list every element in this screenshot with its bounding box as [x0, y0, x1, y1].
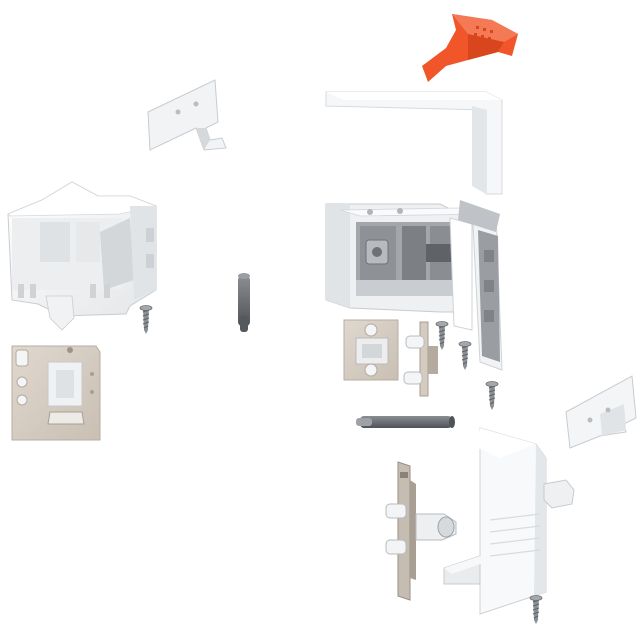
- clip-top-left: [147, 79, 227, 151]
- screw-center-3: [485, 381, 499, 411]
- mounting-plate-left: [11, 345, 101, 441]
- cover-housing-bottom-right: [443, 427, 575, 615]
- metal-bracket-bottom: [385, 461, 457, 601]
- dowel-pin-vertical: [238, 273, 250, 332]
- housing-left: [7, 181, 158, 331]
- mounting-plate-center: [343, 319, 399, 381]
- screw-center-2: [458, 341, 472, 371]
- screw-center-1: [435, 321, 449, 351]
- orange-lever: [422, 14, 518, 82]
- clip-right: [565, 375, 637, 449]
- screw-left: [139, 305, 153, 335]
- runner-assembly: [325, 200, 503, 371]
- screw-bottom: [529, 595, 543, 625]
- bracket-top-right: [325, 91, 503, 195]
- side-fitting-center: [403, 321, 438, 397]
- dowel-pin-horizontal: [356, 416, 455, 428]
